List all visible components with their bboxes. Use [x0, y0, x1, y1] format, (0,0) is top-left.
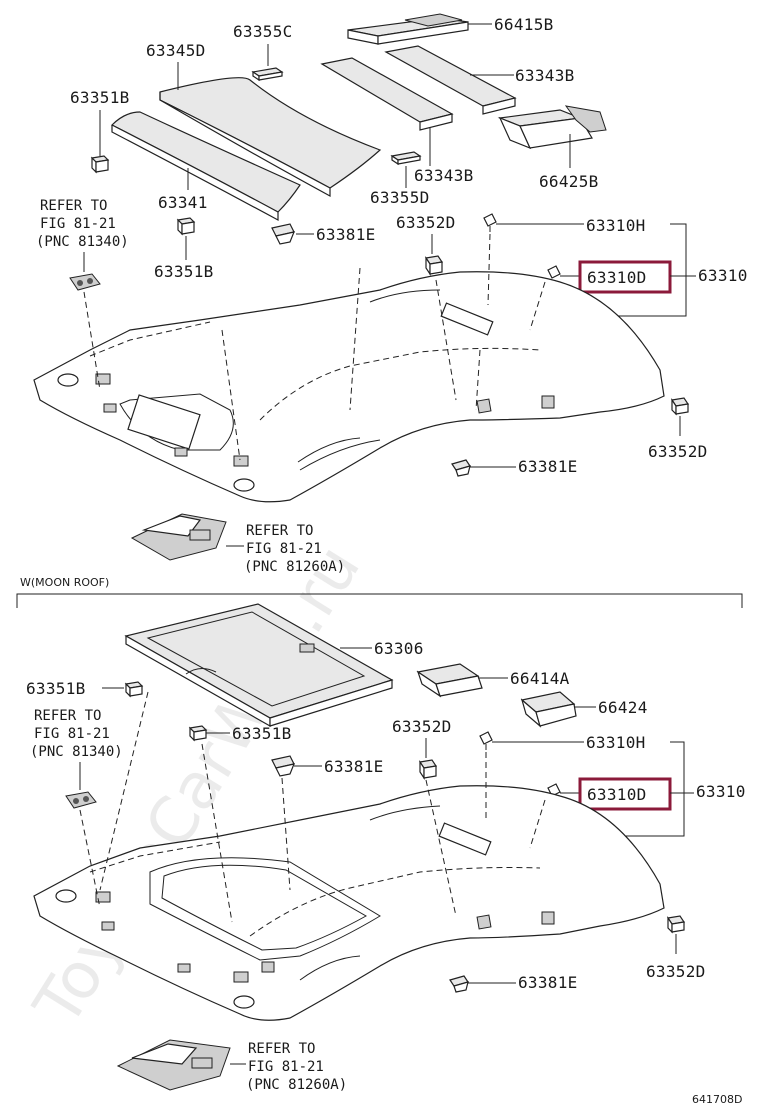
pad-66414a[interactable] [416, 663, 483, 698]
label-63345d[interactable]: 63345D [146, 41, 206, 60]
figure-number: 641708D [692, 1093, 742, 1106]
label-63352d-b-upper[interactable]: 63352D [392, 717, 452, 736]
map-lamp-81340 [69, 273, 101, 291]
refer-text-3[interactable]: REFER TO [34, 708, 101, 724]
label-66415b[interactable]: 66415B [494, 15, 554, 34]
label-63343b-lower[interactable]: 63343B [414, 166, 474, 185]
svg-text:(PNC 81260A): (PNC 81260A) [246, 1077, 347, 1093]
clip-63352d-b-right[interactable] [666, 915, 686, 934]
label-63381e-lower[interactable]: 63381E [518, 457, 578, 476]
fastener-63310h-b[interactable] [479, 731, 493, 750]
refer-text-4[interactable]: REFER TO [248, 1041, 315, 1057]
label-63310h-b[interactable]: 63310H [586, 733, 646, 752]
pad-63351b-upper[interactable] [90, 155, 110, 174]
label-63310-b[interactable]: 63310 [696, 782, 746, 801]
clip-63352d-b-upper[interactable] [418, 759, 438, 780]
map-lamp-81340-b [65, 791, 97, 809]
label-63351b-b-upper[interactable]: 63351B [26, 679, 86, 698]
clip-63381e-lower[interactable] [451, 459, 471, 477]
clip-63352d-upper[interactable] [424, 255, 444, 276]
pad-63345d[interactable] [159, 77, 382, 198]
clip-63355c[interactable] [251, 67, 284, 82]
label-63343b-upper[interactable]: 63343B [515, 66, 575, 85]
label-63352d-b-right[interactable]: 63352D [646, 962, 706, 981]
refer-text-2[interactable]: REFER TO [246, 523, 313, 539]
highlight-63310d-top [578, 260, 672, 294]
clip-63355d[interactable] [390, 151, 422, 166]
label-63381e-upper[interactable]: 63381E [316, 225, 376, 244]
svg-text:(PNC 81340): (PNC 81340) [36, 234, 129, 250]
frame-63306[interactable] [124, 603, 394, 728]
label-63351b-b-lower[interactable]: 63351B [232, 724, 292, 743]
label-63355d[interactable]: 63355D [370, 188, 430, 207]
label-63351b-lower[interactable]: 63351B [154, 262, 214, 281]
fastener-63310d[interactable] [547, 265, 561, 279]
clip-63352d-right[interactable] [670, 397, 690, 416]
insulator-63341[interactable] [110, 111, 301, 222]
bottom-section: 63306 63351B 66414A 66424 [26, 603, 746, 1093]
headliner-63310-top [33, 271, 665, 503]
label-63341[interactable]: 63341 [158, 193, 208, 212]
label-63352d-right[interactable]: 63352D [648, 442, 708, 461]
svg-text:FIG 81-21: FIG 81-21 [40, 216, 116, 232]
label-63352d-upper[interactable]: 63352D [396, 213, 456, 232]
label-66414a[interactable]: 66414A [510, 669, 570, 688]
section-bracket [16, 593, 743, 608]
moon-roof-section-label: W(MOON ROOF) [20, 576, 109, 589]
svg-text:FIG 81-21: FIG 81-21 [248, 1059, 324, 1075]
svg-text:FIG 81-21: FIG 81-21 [34, 726, 110, 742]
label-63381e-b-lower[interactable]: 63381E [518, 973, 578, 992]
label-63355c[interactable]: 63355C [233, 22, 293, 41]
clip-63381e-b-lower[interactable] [449, 975, 469, 993]
clip-63381e-b-upper[interactable] [271, 755, 295, 777]
label-63310d-b[interactable]: 63310D [587, 785, 647, 804]
label-66424[interactable]: 66424 [598, 698, 648, 717]
label-63310[interactable]: 63310 [698, 266, 748, 285]
fastener-63310h[interactable] [483, 213, 497, 232]
highlight-63310d-bottom [578, 777, 672, 811]
pad-66415b[interactable] [347, 13, 469, 45]
pad-63351b-b-upper[interactable] [124, 681, 144, 698]
label-63306[interactable]: 63306 [374, 639, 424, 658]
pad-63343b-lower[interactable] [320, 57, 454, 131]
label-63310d[interactable]: 63310D [587, 268, 647, 287]
pad-63351b-b-lower[interactable] [188, 725, 208, 742]
top-section: 66415B 63355C 63345D 63343B 63343B [33, 13, 748, 575]
pad-63351b-lower[interactable] [176, 217, 196, 236]
label-63381e-b-upper[interactable]: 63381E [324, 757, 384, 776]
headliner-63310-bottom [33, 785, 665, 1021]
label-66425b[interactable]: 66425B [539, 172, 599, 191]
refer-text-1[interactable]: REFER TO [40, 198, 107, 214]
pad-66424[interactable] [520, 691, 577, 728]
label-63310h[interactable]: 63310H [586, 216, 646, 235]
svg-text:(PNC 81260A): (PNC 81260A) [244, 559, 345, 575]
svg-text:FIG 81-21: FIG 81-21 [246, 541, 322, 557]
dome-lamp-81260a-b [116, 1039, 231, 1091]
pad-66425b[interactable] [497, 105, 607, 150]
svg-text:(PNC 81340): (PNC 81340) [30, 744, 123, 760]
pad-63343b-upper[interactable] [384, 45, 517, 115]
label-63351b-upper[interactable]: 63351B [70, 88, 130, 107]
clip-63381e-upper[interactable] [271, 223, 295, 245]
dome-lamp-81260a [130, 513, 227, 561]
